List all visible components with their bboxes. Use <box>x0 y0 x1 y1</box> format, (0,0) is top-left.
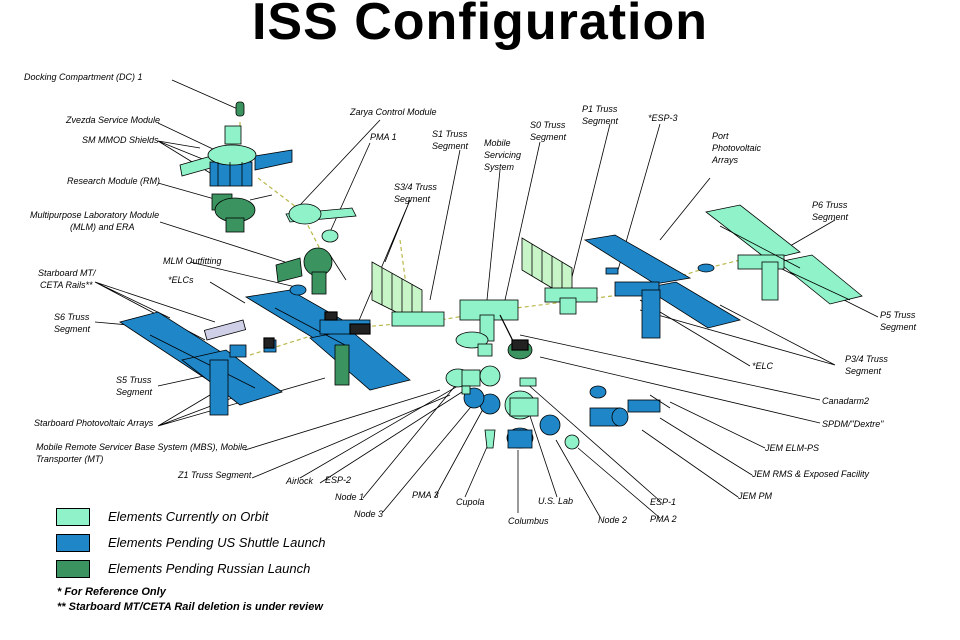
page-title: ISS Configuration <box>251 0 709 51</box>
label-p5-1: P5 Truss <box>880 310 916 320</box>
label-mss-3: System <box>484 162 515 172</box>
legend-swatch-russian <box>56 560 90 578</box>
note-rail-deletion: ** Starboard MT/CETA Rail deletion is un… <box>57 601 323 613</box>
label-elcs: *ELCs <box>168 275 194 285</box>
label-rm: Research Module (RM) <box>67 176 160 186</box>
mobile-servicing-system <box>263 311 529 351</box>
label-cupola: Cupola <box>456 497 485 507</box>
zvezda-group <box>179 101 293 187</box>
label-s34-2: Segment <box>394 194 431 204</box>
label-port-pv-2: Photovoltaic <box>712 143 762 153</box>
label-s0-1: S0 Truss <box>530 120 566 130</box>
label-columbus: Columbus <box>508 516 549 526</box>
label-mlm-outfitting: MLM Outfitting <box>163 256 222 266</box>
label-s1-2: Segment <box>432 141 469 151</box>
callout-labels: Docking Compartment (DC) 1 Zvezda Servic… <box>24 72 917 526</box>
label-p6-2: Segment <box>812 212 849 222</box>
label-starboard-mt-1: Starboard MT/ <box>38 268 97 278</box>
label-p1-1: P1 Truss <box>582 104 618 114</box>
label-mlm-1: Multipurpose Laboratory Module <box>30 210 159 220</box>
label-node3: Node 3 <box>354 509 383 519</box>
label-canadarm2: Canadarm2 <box>822 396 869 406</box>
note-reference-only: * For Reference Only <box>57 586 166 598</box>
label-sm-mmod: SM MMOD Shields <box>82 135 159 145</box>
label-zvezda: Zvezda Service Module <box>65 115 160 125</box>
label-esp3: *ESP-3 <box>648 113 678 123</box>
legend-swatch-us-shuttle <box>56 534 90 552</box>
research-module <box>211 193 273 233</box>
starboard-trusses <box>203 319 371 416</box>
label-elc: *ELC <box>752 361 774 371</box>
label-pma2: PMA 2 <box>650 514 677 524</box>
label-port-pv-3: Arrays <box>711 155 739 165</box>
label-s1-1: S1 Truss <box>432 129 468 139</box>
label-s0-2: Segment <box>530 132 567 142</box>
label-s6-1: S6 Truss <box>54 312 90 322</box>
label-p6-1: P6 Truss <box>812 200 848 210</box>
mlm-group <box>275 247 347 296</box>
label-z1: Z1 Truss Segment <box>177 470 252 480</box>
label-node2: Node 2 <box>598 515 627 525</box>
legend-label-russian: Elements Pending Russian Launch <box>108 561 311 576</box>
label-p34-2: Segment <box>845 366 882 376</box>
label-mss-2: Servicing <box>484 150 521 160</box>
label-us-lab: U.S. Lab <box>538 496 573 506</box>
label-s5-1: S5 Truss <box>116 375 152 385</box>
label-esp1: ESP-1 <box>650 497 676 507</box>
label-airlock: Airlock <box>285 476 314 486</box>
port-arrays <box>583 204 863 339</box>
label-p5-2: Segment <box>880 322 917 332</box>
legend-label-on-orbit: Elements Currently on Orbit <box>108 509 269 524</box>
center-trusses <box>371 237 598 342</box>
label-starboard-pv-arrays: Starboard Photovoltaic Arrays <box>34 418 154 428</box>
legend-swatch-on-orbit <box>56 508 90 526</box>
label-jem-elm-ps: JEM ELM-PS <box>764 443 819 453</box>
label-jem-rms: JEM RMS & Exposed Facility <box>751 469 870 479</box>
label-zarya: Zarya Control Module <box>349 107 437 117</box>
zarya-group <box>285 203 357 243</box>
label-port-pv-1: Port <box>712 131 729 141</box>
label-p34-1: P3/4 Truss <box>845 354 888 364</box>
label-pma1: PMA 1 <box>370 132 397 142</box>
label-jem-pm: JEM PM <box>737 491 773 501</box>
label-node1: Node 1 <box>335 492 364 502</box>
label-starboard-mt-2: CETA Rails** <box>40 280 93 290</box>
label-esp2: ESP-2 <box>325 475 351 485</box>
label-pma3: PMA 3 <box>412 490 439 500</box>
label-s5-2: Segment <box>116 387 153 397</box>
label-mbs-1: Mobile Remote Servicer Base System (MBS)… <box>36 442 247 452</box>
label-spdm: SPDM/"Dextre" <box>822 419 884 429</box>
label-mlm-2: (MLM) and ERA <box>70 222 135 232</box>
label-p1-2: Segment <box>582 116 619 126</box>
legend-label-us-shuttle: Elements Pending US Shuttle Launch <box>108 535 326 550</box>
label-s34-1: S3/4 Truss <box>394 182 437 192</box>
label-mbs-2: Transporter (MT) <box>36 454 103 464</box>
label-s6-2: Segment <box>54 324 91 334</box>
lower-modules <box>445 331 671 450</box>
label-mss-1: Mobile <box>484 138 511 148</box>
label-dc1: Docking Compartment (DC) 1 <box>24 72 143 82</box>
